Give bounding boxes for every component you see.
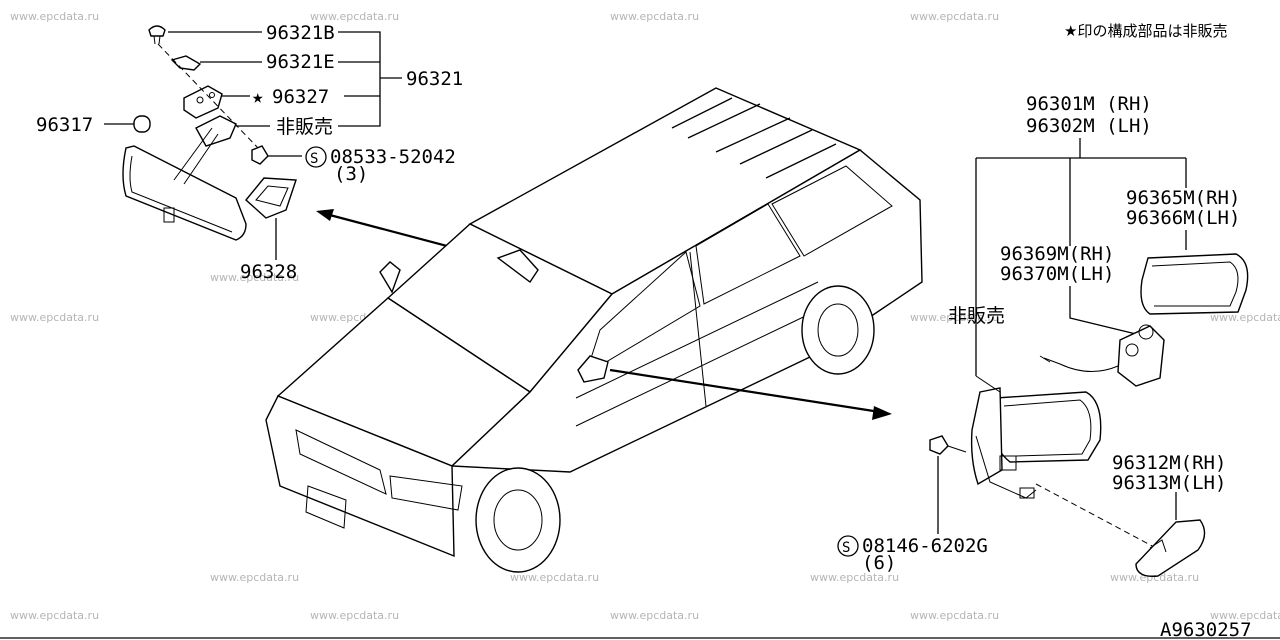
label-96366m: 96366M(LH) bbox=[1126, 207, 1240, 229]
watermark: www.epcdata.ru bbox=[210, 271, 299, 284]
cap-screw-part bbox=[148, 25, 166, 45]
mirror-actuator-part bbox=[1039, 324, 1165, 387]
label-96302m: 96302M (LH) bbox=[1026, 115, 1152, 137]
door-mirror-housing-part bbox=[970, 387, 1102, 499]
label-96321: 96321 bbox=[406, 68, 463, 90]
label-96317: 96317 bbox=[36, 114, 93, 136]
mirror-cover-door-part bbox=[1135, 519, 1206, 577]
label-96321e: 96321E bbox=[266, 51, 335, 73]
screw-part bbox=[251, 145, 269, 165]
label-screw-code-door: 08146-6202G bbox=[862, 535, 988, 557]
watermark: www.epcdata.ru bbox=[1110, 571, 1199, 584]
label-screw-qty-door: (6) bbox=[862, 552, 896, 574]
arrow-head-door bbox=[872, 406, 892, 420]
label-96365m: 96365M(RH) bbox=[1126, 187, 1240, 209]
watermark: www.epcdata.ru bbox=[210, 571, 299, 584]
watermark: www.epcdata.ru bbox=[810, 571, 899, 584]
rear-view-mirror-part bbox=[122, 127, 247, 241]
arrow-head-inner bbox=[316, 209, 334, 221]
door-mirror-group: 96301M (RH) 96302M (LH) 96365M(RH) 96366… bbox=[837, 93, 1249, 577]
watermark: www.epcdata.ru bbox=[1210, 609, 1280, 622]
bracket-base-part bbox=[195, 115, 237, 147]
clip-part bbox=[170, 55, 202, 71]
watermark: www.epcdata.ru bbox=[910, 10, 999, 23]
plug-part bbox=[133, 115, 151, 133]
watermark: www.epcdata.ru bbox=[10, 311, 99, 324]
watermark: www.epcdata.ru bbox=[310, 10, 399, 23]
label-96321b: 96321B bbox=[266, 22, 335, 44]
label-96312m: 96312M(RH) bbox=[1112, 452, 1226, 474]
watermark: www.epcdata.ru bbox=[10, 609, 99, 622]
label-not-sold-inner: 非販売 bbox=[276, 116, 333, 138]
watermark: www.epcdata.ru bbox=[610, 10, 699, 23]
watermark: www.epcdata.ru bbox=[1210, 311, 1280, 324]
s-circle-icon bbox=[305, 146, 327, 168]
bracket-part bbox=[183, 85, 223, 119]
watermark: www.epcdata.ru bbox=[10, 10, 99, 23]
watermark: www.epcdata.ru bbox=[910, 609, 999, 622]
not-for-sale-note: ★印の構成部品は非販売 bbox=[1064, 22, 1227, 40]
drawing-code: A9630257 bbox=[1160, 619, 1252, 640]
label-96370m: 96370M(LH) bbox=[1000, 263, 1114, 285]
mirror-glass-part bbox=[1140, 253, 1249, 315]
label-screw-qty-inner: (3) bbox=[334, 163, 368, 185]
watermark: www.epcdata.ru bbox=[310, 609, 399, 622]
inner-mirror-group: 96321B 96321E ★ 96327 非販売 96321 S 08533- bbox=[36, 22, 463, 283]
pointer-arrow-door bbox=[609, 368, 881, 414]
s-circle-icon bbox=[837, 535, 859, 557]
svg-text:S: S bbox=[842, 540, 850, 556]
svg-text:S: S bbox=[310, 151, 318, 167]
label-96313m: 96313M(LH) bbox=[1112, 472, 1226, 494]
label-96301m: 96301M (RH) bbox=[1026, 93, 1152, 115]
label-96369m: 96369M(RH) bbox=[1000, 243, 1114, 265]
watermark: www.epcdata.ru bbox=[910, 311, 999, 324]
watermark: www.epcdata.ru bbox=[610, 609, 699, 622]
watermark: www.epcdata.ru bbox=[510, 571, 599, 584]
mirror-cover-part bbox=[245, 177, 297, 219]
star-icon: ★ bbox=[252, 86, 263, 108]
vehicle-illustration bbox=[265, 87, 923, 573]
door-screw-part bbox=[929, 435, 967, 455]
label-screw-code-inner: 08533-52042 bbox=[330, 146, 456, 168]
label-96328: 96328 bbox=[240, 261, 297, 283]
label-not-sold-door: 非販売 bbox=[948, 305, 1005, 327]
label-96327: 96327 bbox=[272, 86, 329, 108]
